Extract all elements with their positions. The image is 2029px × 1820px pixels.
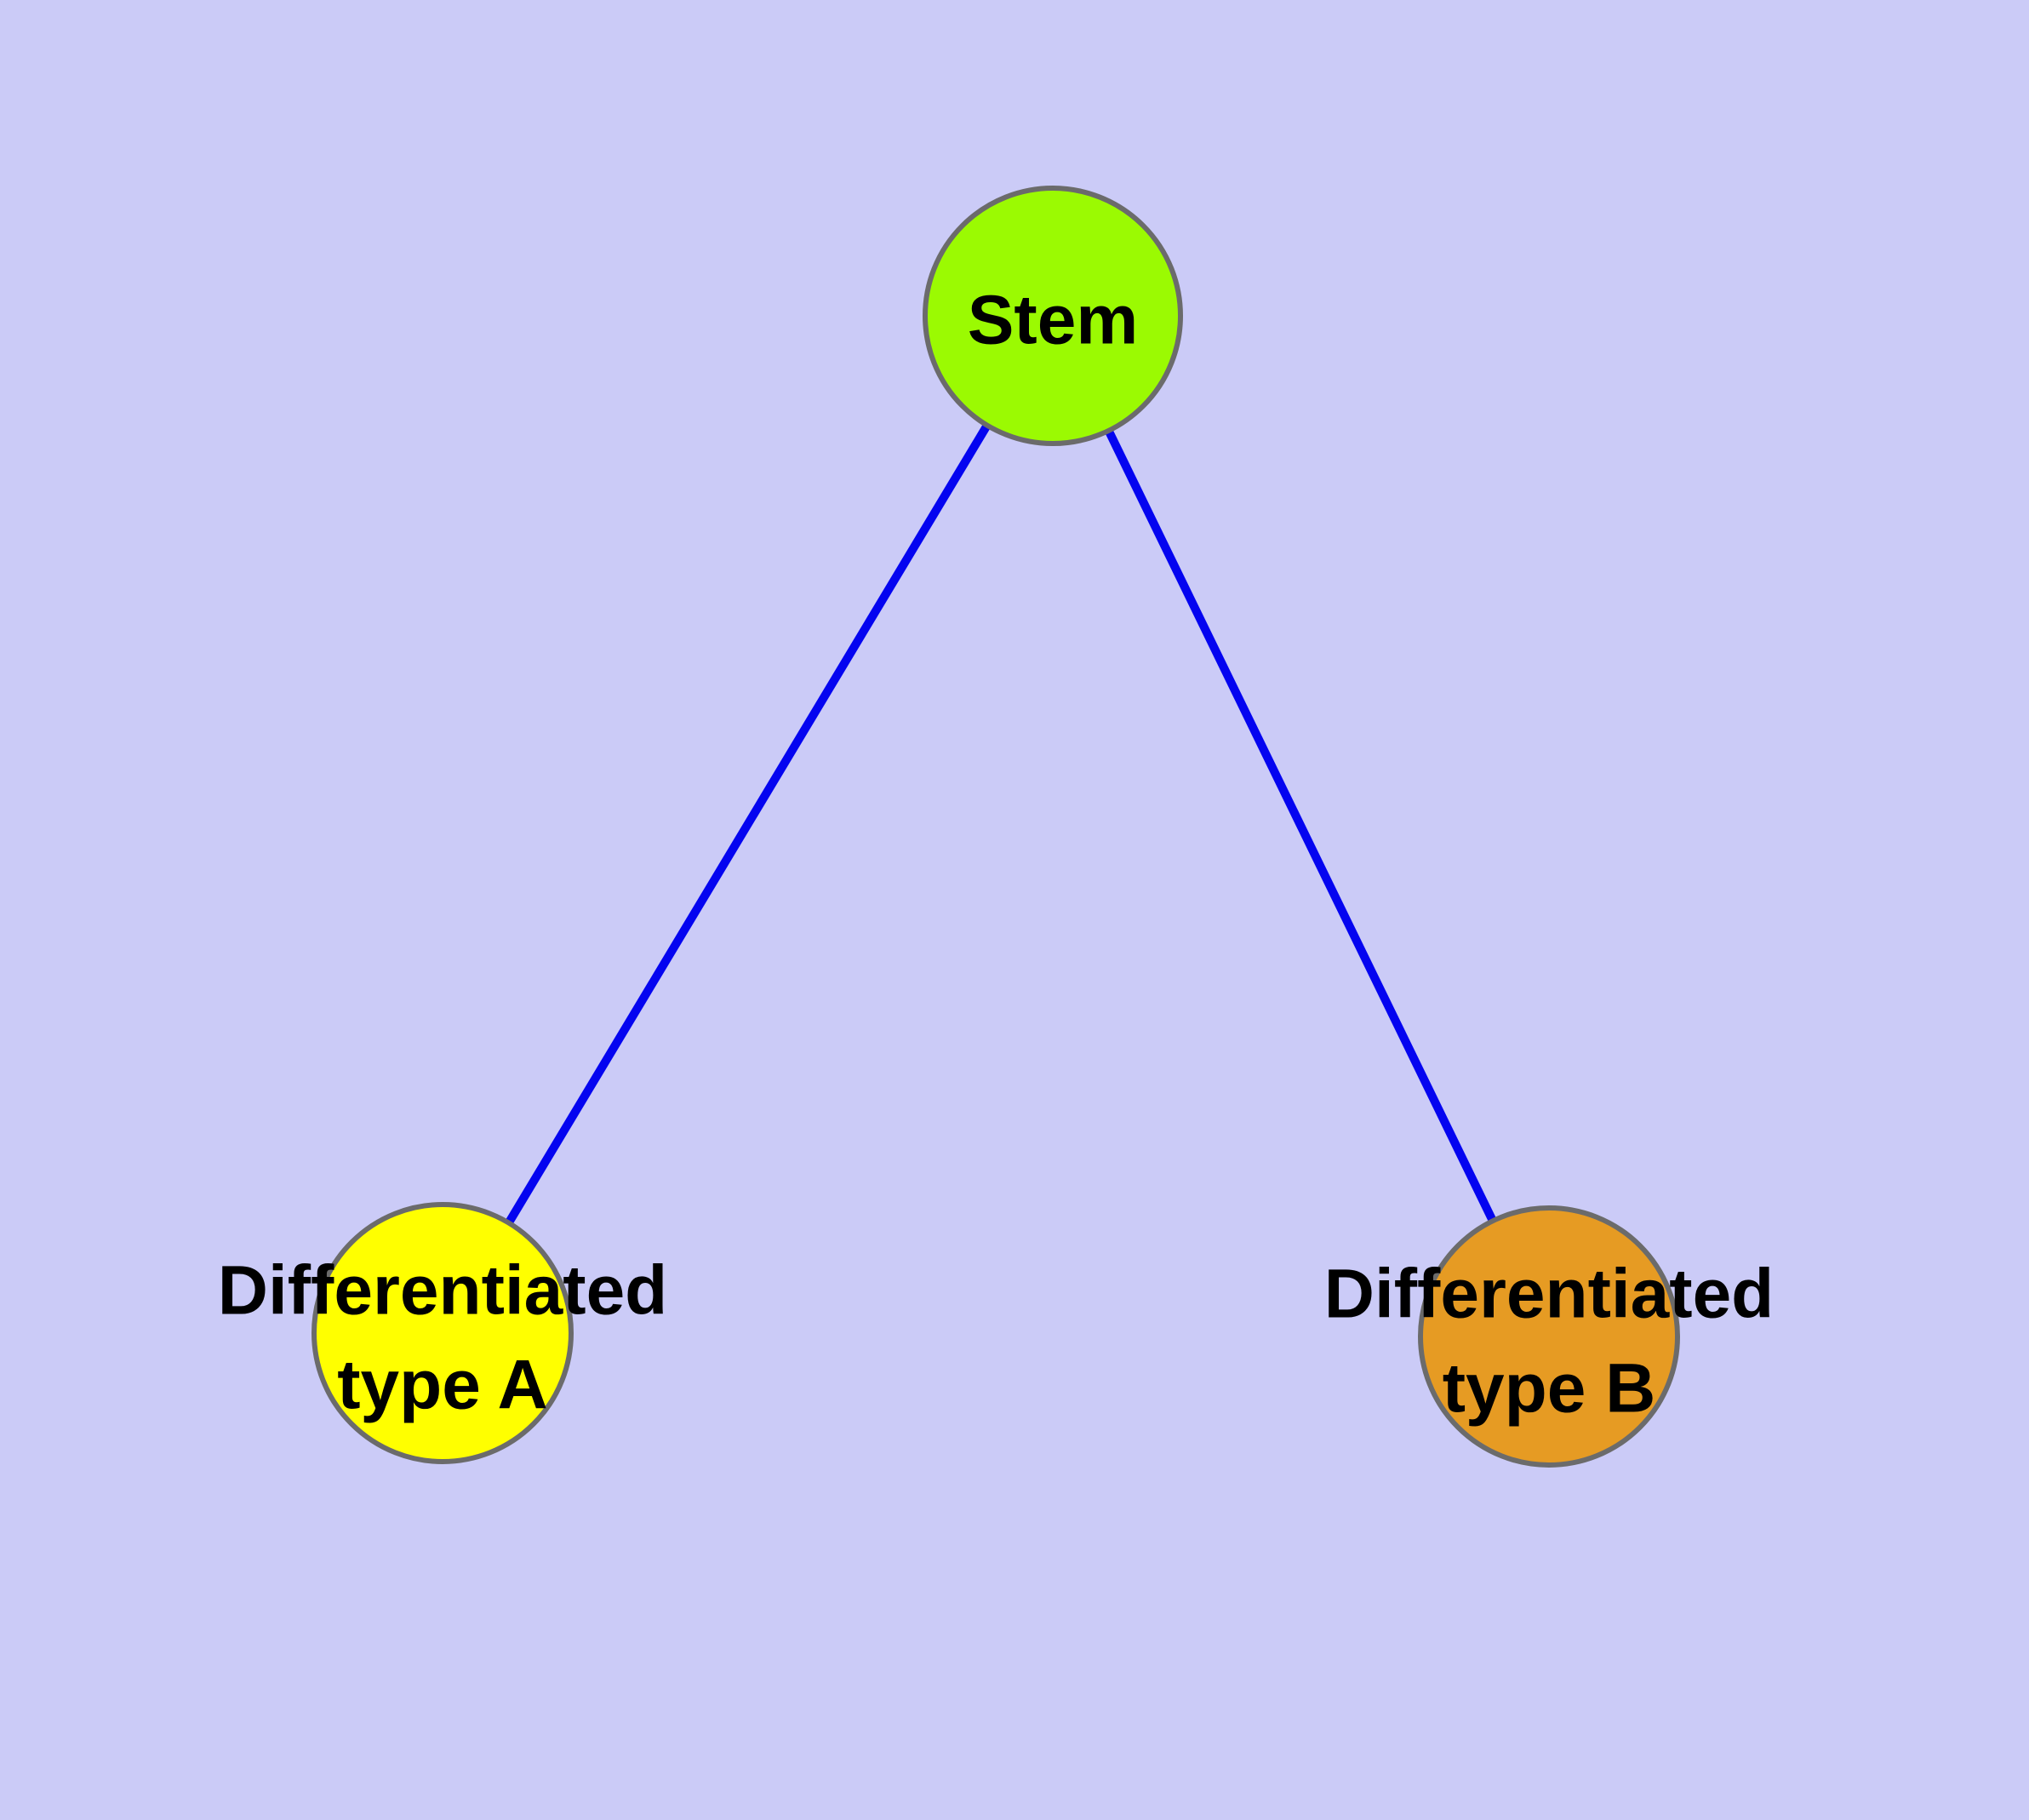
node-stem-circle — [923, 186, 1183, 446]
edge-stem-to-type-a — [438, 313, 1057, 1336]
edge-stem-to-type-b — [1049, 313, 1553, 1339]
node-group — [311, 186, 1680, 1468]
edge-group — [438, 313, 1553, 1339]
node-type-b-circle — [1418, 1205, 1680, 1468]
node-type-a-circle — [311, 1202, 574, 1464]
